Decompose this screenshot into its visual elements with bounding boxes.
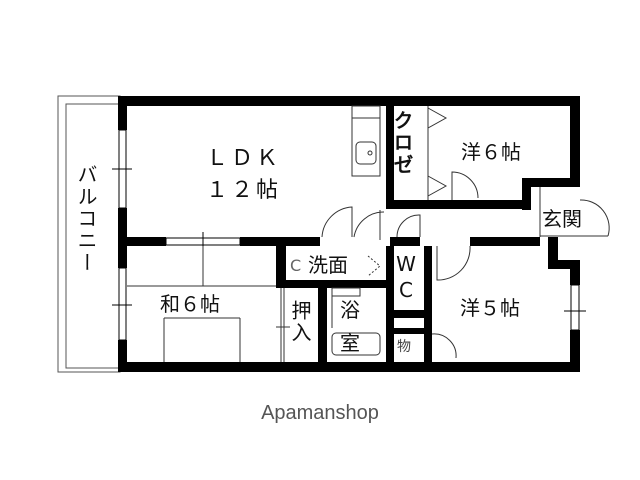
room-label-japanese6: 和６帖 xyxy=(160,292,220,316)
room-label-western6: 洋６帖 xyxy=(461,140,521,164)
room-label-western5: 洋５帖 xyxy=(460,296,520,320)
interior-lines xyxy=(127,105,610,362)
room-label-ldk-line2: １２帖 xyxy=(206,178,282,203)
walls xyxy=(118,96,580,372)
room-label-closet: クロゼ xyxy=(390,110,414,176)
room-label-oshiire: 押入 xyxy=(288,300,312,344)
windows xyxy=(112,129,586,341)
brand-watermark: Apamanshop xyxy=(261,402,379,424)
room-label-ldk-line1: ＬＤＫ xyxy=(206,146,282,171)
room-label-washroom-prefix: C xyxy=(290,256,302,275)
room-label-bath-line1: 浴 xyxy=(340,298,360,322)
room-label-entrance: 玄関 xyxy=(542,207,582,231)
room-label-storage: 物 xyxy=(397,339,411,355)
room-label-balcony: バルコニー xyxy=(74,164,98,274)
room-label-bath-line2: 室 xyxy=(340,331,360,355)
room-label-washroom: 洗面 xyxy=(308,253,348,277)
room-label-toilet: WC xyxy=(394,252,418,304)
